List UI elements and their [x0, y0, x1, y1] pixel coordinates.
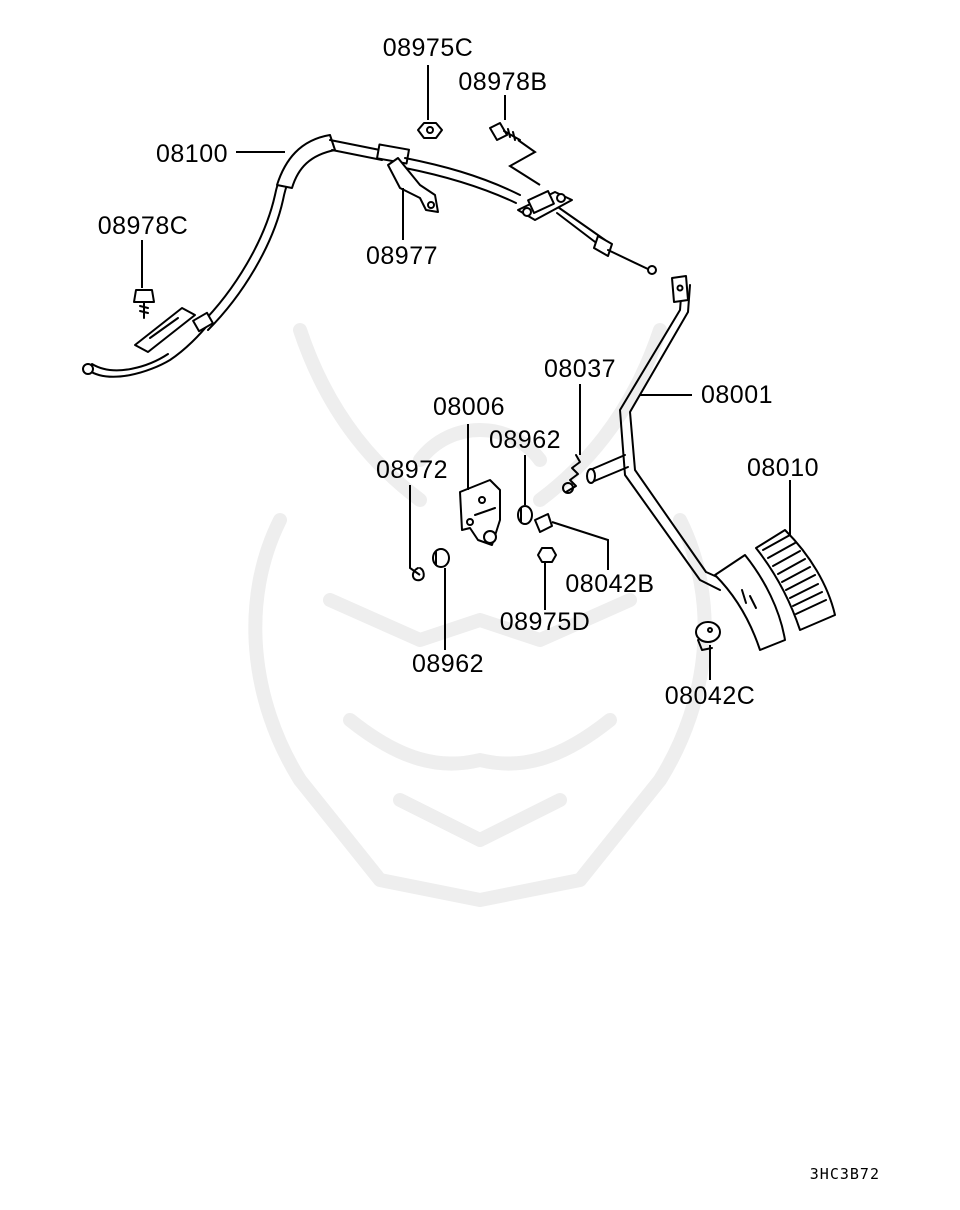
figure-code: 3HC3B72 [810, 1165, 880, 1183]
bushing-08962-lower [432, 548, 450, 568]
callout-08042B: 08042B [565, 570, 654, 598]
callout-08006: 08006 [433, 393, 505, 421]
clip-08972 [412, 567, 425, 582]
watermark-logo [248, 323, 712, 907]
callout-08972: 08972 [376, 456, 448, 484]
callout-08037: 08037 [544, 355, 616, 383]
callout-08975D: 08975D [500, 608, 591, 636]
callout-08962-upper: 08962 [489, 426, 561, 454]
leader-lines [141, 65, 791, 680]
retainer-08042C [695, 621, 721, 651]
bushing-08962-upper [517, 505, 533, 525]
callout-08962-lower: 08962 [412, 650, 484, 678]
callout-08978B: 08978B [458, 68, 547, 96]
pedal-pad [714, 529, 836, 651]
callout-08010: 08010 [747, 454, 819, 482]
bolt-08978B [489, 122, 521, 141]
callout-08977: 08977 [366, 242, 438, 270]
callout-08100: 08100 [156, 140, 228, 168]
throttle-cable [82, 134, 657, 378]
callout-08978C: 08978C [98, 212, 189, 240]
bolt-08978C [133, 289, 155, 319]
cable-bracket [387, 157, 439, 213]
pedal-arm [586, 275, 725, 591]
stopper-08042B [534, 513, 553, 533]
callout-08975C: 08975C [383, 34, 474, 62]
nut-08975C [417, 122, 443, 139]
pedal-bracket [459, 479, 501, 546]
spring-08037 [562, 454, 581, 494]
cable-flange [517, 190, 573, 221]
nut-08975D [537, 547, 557, 563]
callout-08042C: 08042C [665, 682, 756, 710]
cable-clamp [134, 307, 214, 353]
callout-08001: 08001 [701, 381, 773, 409]
